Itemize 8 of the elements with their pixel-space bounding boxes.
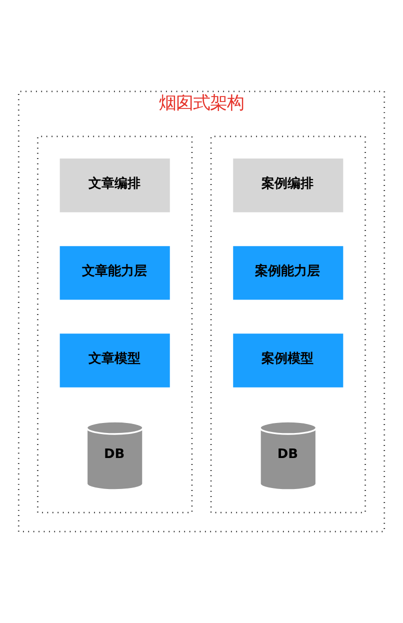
node-box: 案例编排: [233, 158, 344, 212]
node-box: 文章能力层: [60, 246, 170, 300]
node-box: 案例能力层: [233, 246, 344, 300]
node-box: 文章模型: [60, 334, 170, 388]
cluster: [210, 136, 366, 514]
node-box: 文章编排: [60, 158, 170, 212]
cluster: [37, 136, 193, 514]
node-box: 案例模型: [233, 334, 344, 388]
